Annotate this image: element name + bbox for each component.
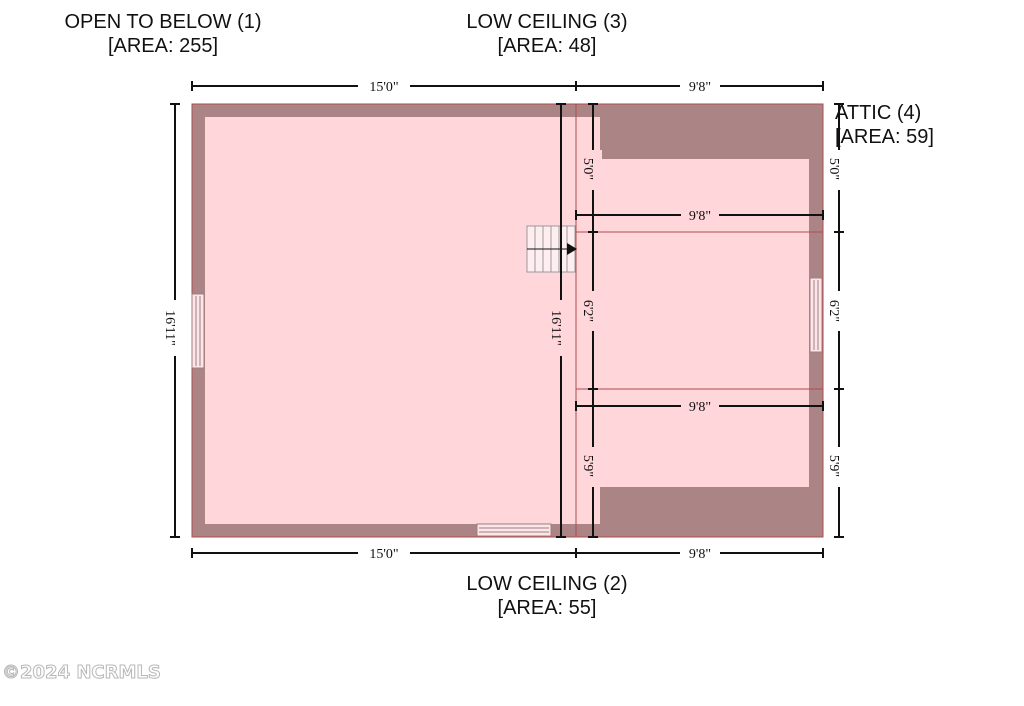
window-left (191, 293, 205, 369)
window-bottom (476, 523, 552, 537)
dim-top-left: 15'0" (369, 80, 398, 95)
window-right (809, 277, 823, 353)
low-ceiling-3-label: LOW CEILING (3) [AREA: 48] (432, 10, 662, 58)
dim-inner-seg-bottom: 5'9" (580, 455, 595, 477)
dim-top-right: 9'8" (689, 80, 711, 95)
low-ceiling-3-name: LOW CEILING (3) (466, 11, 628, 33)
copyright-watermark: ©2024 NCRMLS (2, 662, 162, 684)
open-to-below-area: [AREA: 255] (107, 35, 219, 57)
dim-inner-upper-width: 9'8" (689, 209, 711, 224)
dim-mid-height: 16'11" (548, 310, 563, 346)
dim-bottom-left: 15'0" (369, 547, 398, 562)
open-to-below-room (205, 117, 600, 524)
dim-left-height: 16'11" (162, 310, 177, 346)
low-ceiling-2-area: [AREA: 55] (497, 597, 597, 619)
attic-4-area: [AREA: 59] (835, 126, 934, 148)
attic-4-label: ATTIC (4) [AREA: 59] (835, 101, 934, 149)
attic-4-name: ATTIC (4) (835, 102, 922, 124)
dim-bottom-right: 9'8" (689, 547, 711, 562)
low-ceiling-3-area: [AREA: 48] (497, 35, 597, 57)
open-to-below-label: OPEN TO BELOW (1) [AREA: 255] (48, 10, 278, 58)
dim-right-seg-bottom: 5'9" (826, 455, 841, 477)
dim-inner-lower-width: 9'8" (689, 400, 711, 415)
stairs-arrow-icon (567, 243, 577, 255)
dim-right-seg-mid: 6'2" (826, 300, 841, 322)
low-ceiling-2-name: LOW CEILING (2) (466, 573, 628, 595)
low-ceiling-2-label: LOW CEILING (2) [AREA: 55] (432, 572, 662, 620)
dim-inner-seg-mid: 6'2" (580, 300, 595, 322)
open-to-below-name: OPEN TO BELOW (1) (64, 11, 262, 33)
dim-right-seg-top: 5'0" (826, 158, 841, 180)
dim-inner-seg-top: 5'0" (580, 158, 595, 180)
